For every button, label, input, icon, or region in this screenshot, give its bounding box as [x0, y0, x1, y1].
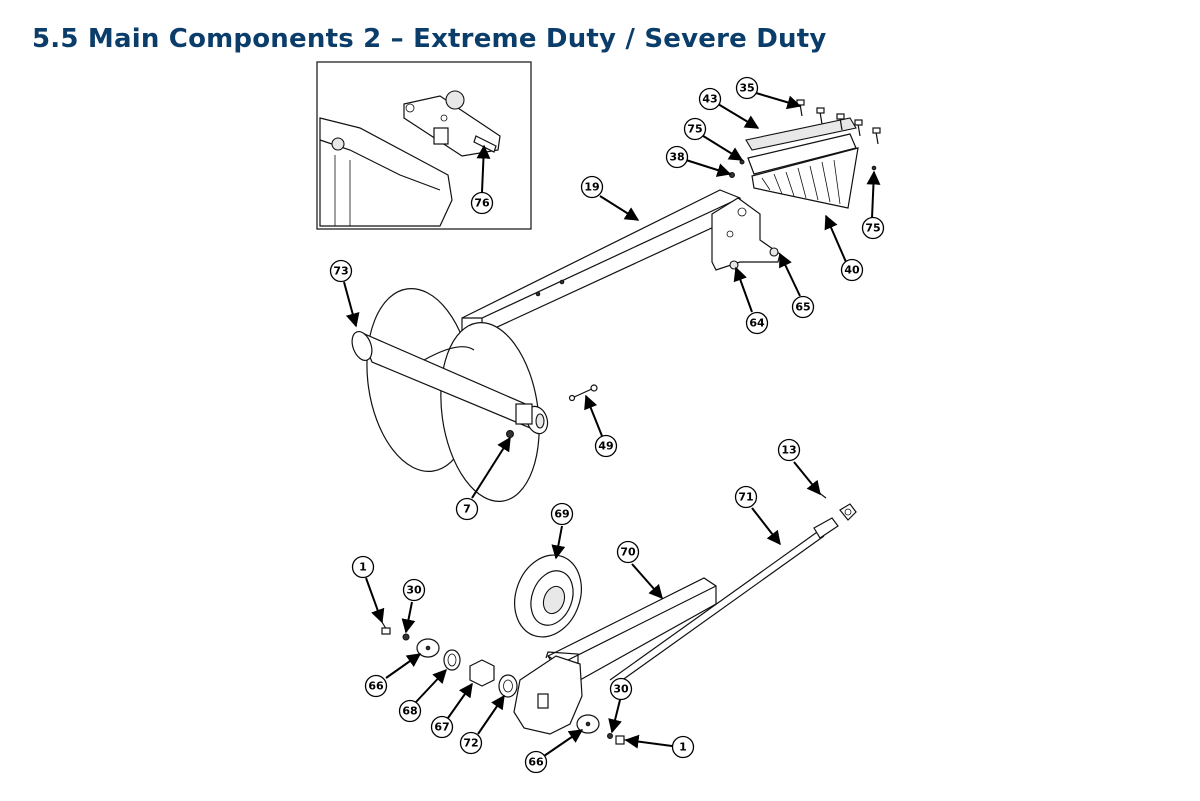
inset-detail	[316, 61, 532, 230]
svg-text:49: 49	[598, 440, 613, 453]
svg-text:67: 67	[434, 721, 449, 734]
svg-text:13: 13	[781, 444, 796, 457]
svg-text:38: 38	[669, 151, 684, 164]
callout-71: 71	[734, 485, 758, 509]
svg-text:7: 7	[463, 503, 471, 516]
callout-70: 70	[616, 540, 640, 564]
svg-text:73: 73	[333, 265, 348, 278]
callout-13: 13	[777, 438, 801, 462]
svg-text:35: 35	[739, 82, 754, 95]
svg-text:66: 66	[368, 680, 384, 693]
svg-text:75: 75	[865, 222, 880, 235]
callout-30: 30	[402, 578, 426, 602]
svg-text:69: 69	[554, 508, 569, 521]
callout-64: 64	[745, 311, 769, 335]
callout-67: 67	[430, 715, 454, 739]
callout-30: 30	[609, 677, 633, 701]
svg-text:30: 30	[613, 683, 629, 696]
callout-72: 72	[459, 731, 483, 755]
svg-text:66: 66	[528, 756, 544, 769]
callout-43: 43	[698, 87, 722, 111]
svg-text:40: 40	[844, 264, 860, 277]
callout-65: 65	[791, 295, 815, 319]
svg-text:30: 30	[406, 584, 422, 597]
callout-35: 35	[735, 76, 759, 100]
callout-40: 40	[840, 258, 864, 282]
svg-text:1: 1	[359, 561, 367, 574]
callout-66: 66	[524, 750, 548, 774]
callout-38: 38	[665, 145, 689, 169]
callout-49: 49	[594, 434, 618, 458]
callout-66: 66	[364, 674, 388, 698]
svg-text:1: 1	[679, 741, 687, 754]
lower-assembly	[381, 491, 857, 745]
svg-text:19: 19	[584, 181, 599, 194]
svg-text:64: 64	[749, 317, 765, 330]
svg-text:68: 68	[402, 705, 417, 718]
svg-text:70: 70	[620, 546, 636, 559]
callout-68: 68	[398, 699, 422, 723]
deflector-assembly	[729, 99, 881, 209]
callout-73: 73	[329, 259, 353, 283]
svg-text:65: 65	[795, 301, 810, 314]
callout-1: 1	[671, 735, 695, 759]
svg-text:43: 43	[702, 93, 717, 106]
callout-75: 75	[683, 117, 707, 141]
auger-assembly	[351, 189, 781, 502]
callout-76: 76	[470, 191, 494, 215]
svg-text:71: 71	[738, 491, 753, 504]
callout-69: 69	[550, 502, 574, 526]
page-title: 5.5 Main Components 2 – Extreme Duty / S…	[32, 24, 827, 54]
svg-text:72: 72	[463, 737, 478, 750]
callout-19: 19	[580, 175, 604, 199]
callout-7: 7	[455, 497, 479, 521]
leader-lines	[343, 92, 881, 757]
svg-text:76: 76	[474, 197, 490, 210]
svg-text:75: 75	[687, 123, 702, 136]
callout-75: 75	[861, 216, 885, 240]
callout-1: 1	[351, 555, 375, 579]
